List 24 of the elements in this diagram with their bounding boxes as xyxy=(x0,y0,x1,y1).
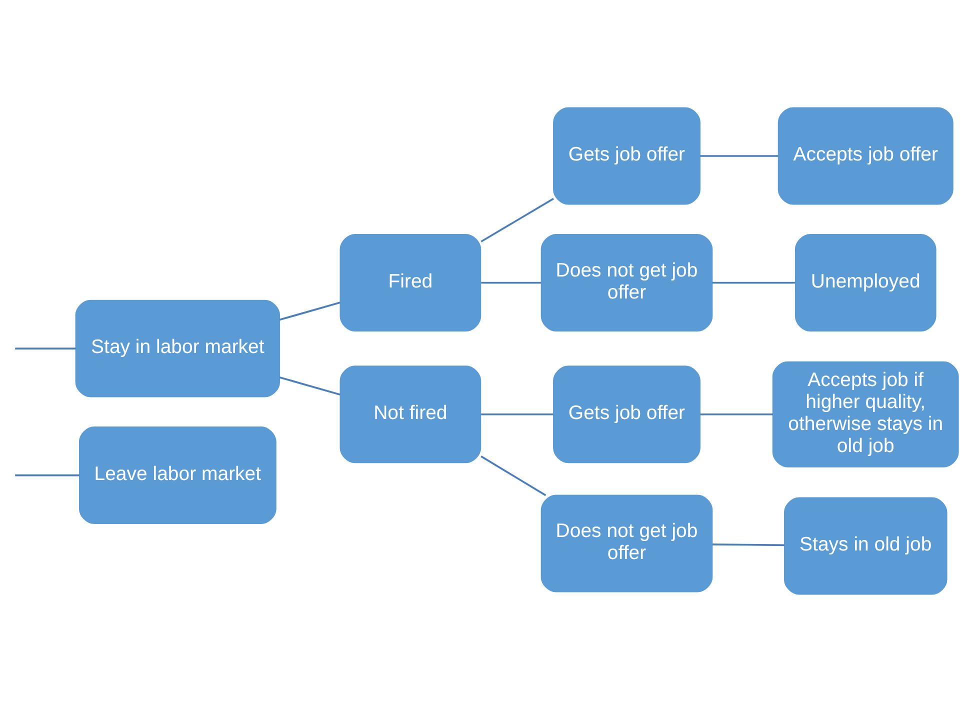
connector xyxy=(279,376,340,396)
node-box: Does not get job offer xyxy=(540,494,713,592)
node-box: Does not get job offer xyxy=(540,234,713,332)
connector xyxy=(481,282,542,284)
node-box: Stay in labor market xyxy=(75,300,280,398)
connector xyxy=(700,413,773,416)
connector xyxy=(480,198,554,242)
connector xyxy=(481,413,554,416)
connector xyxy=(279,302,340,321)
connector xyxy=(712,282,796,284)
node-box: Accepts job if higher quality, otherwise stays in old job xyxy=(772,361,959,468)
node-box: Not fired xyxy=(340,366,482,464)
node-box: Unemployed xyxy=(794,234,936,332)
node-box: Gets job offer xyxy=(553,107,700,205)
node-box: Leave labor market xyxy=(78,426,276,524)
connector xyxy=(15,348,76,350)
connector xyxy=(712,544,784,546)
connector xyxy=(700,155,778,157)
connector xyxy=(15,474,80,476)
node-box: Accepts job offer xyxy=(778,107,954,205)
node-box: Fired xyxy=(340,234,482,332)
node-box: Stays in old job xyxy=(784,497,948,595)
connector xyxy=(480,456,546,496)
node-box: Gets job offer xyxy=(553,366,700,464)
